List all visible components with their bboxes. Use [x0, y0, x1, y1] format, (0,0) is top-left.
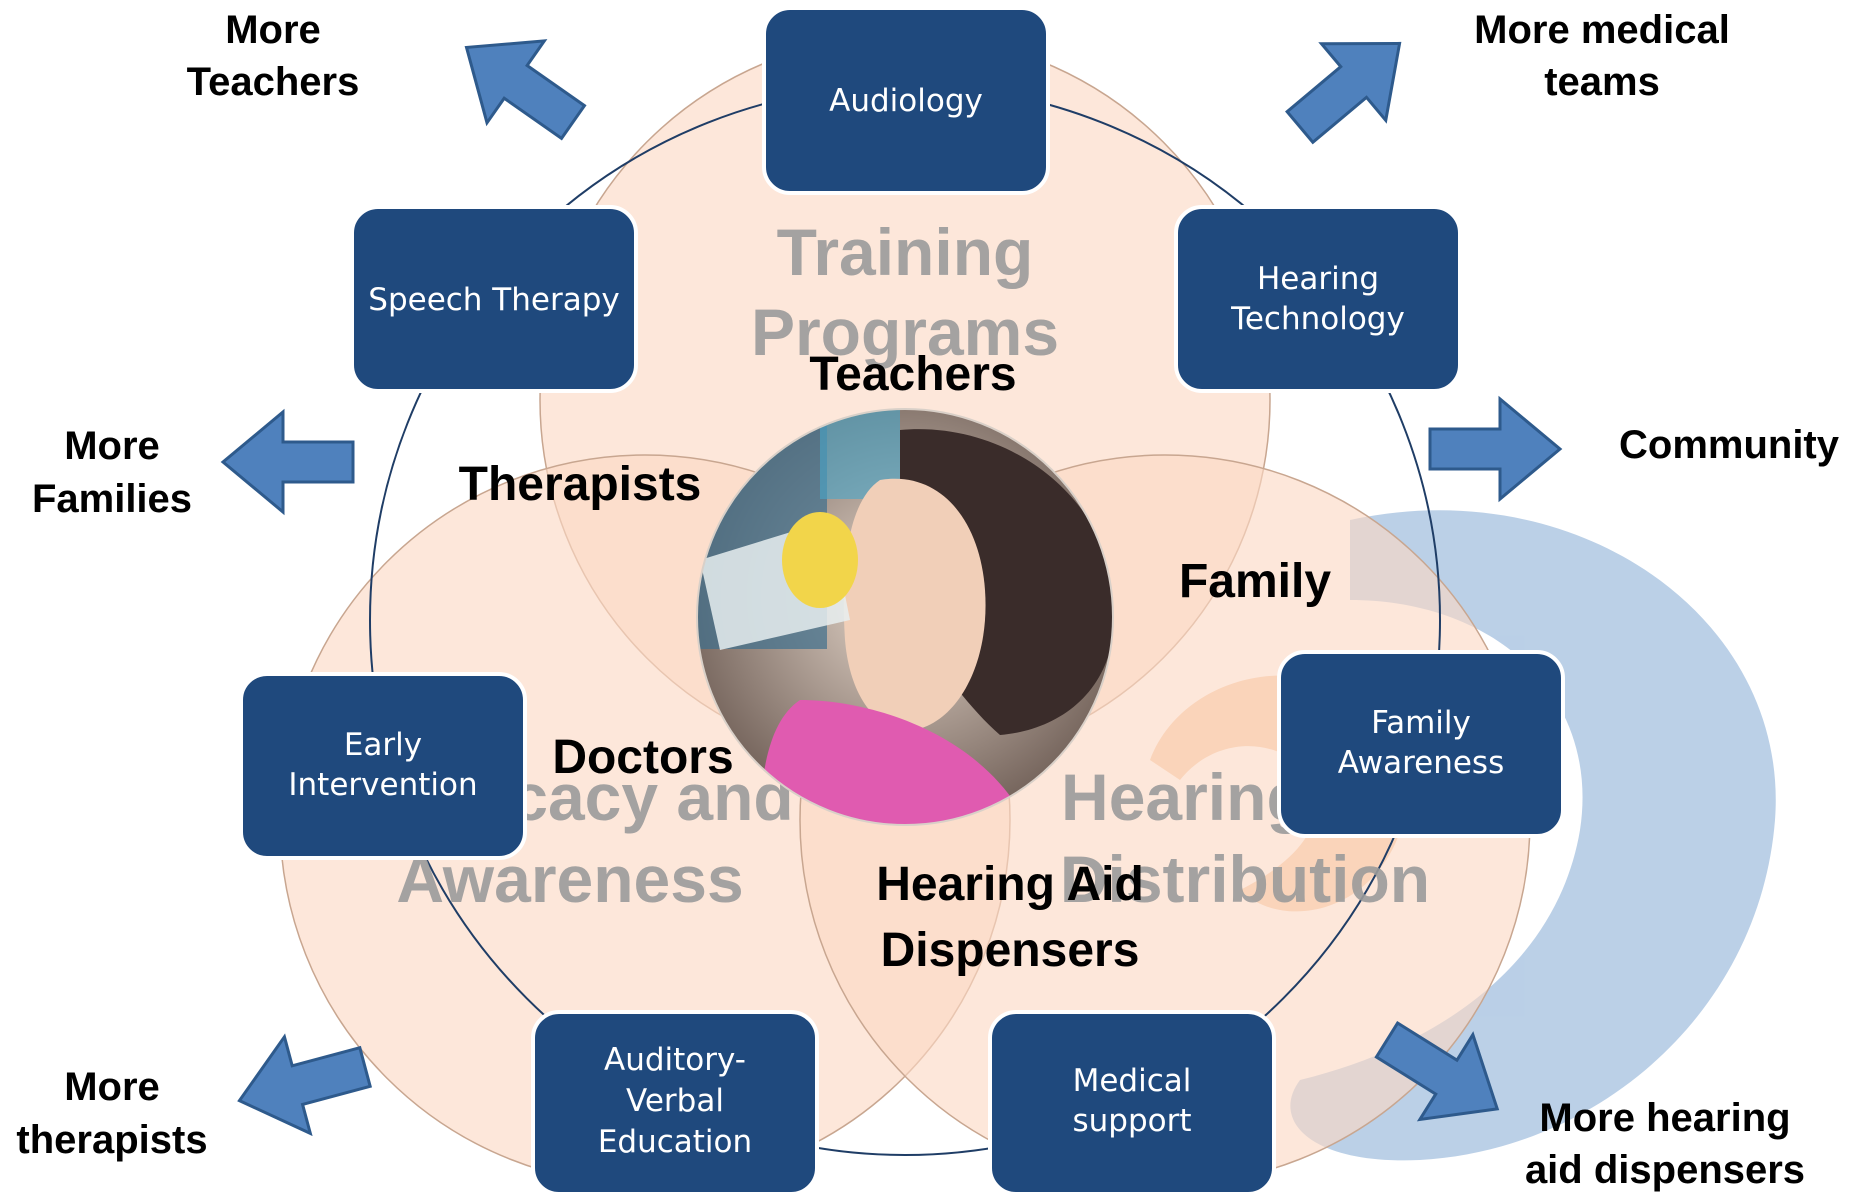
hearing-distribution-label-line2: Distribution: [1060, 842, 1430, 916]
training-programs-label-line2: Programs: [751, 295, 1059, 369]
arrow-right-icon: [1428, 395, 1563, 503]
role-doctors: Doctors: [552, 731, 733, 784]
box-auditory-verbal-line2: Verbal: [626, 1083, 724, 1119]
box-family-awareness-line2: Awareness: [1338, 745, 1504, 781]
role-dispensers-line2: Dispensers: [881, 924, 1140, 977]
box-early-intervention-line1: Early: [344, 727, 422, 763]
box-auditory-verbal-education: Auditory- Verbal Education: [531, 1010, 819, 1194]
box-audiology: Audiology: [762, 6, 1050, 195]
outcome-more-therapists-line2: therapists: [16, 1118, 207, 1162]
arrow-left-icon: [220, 408, 355, 516]
outcome-more-teachers-line1: More: [225, 8, 321, 52]
role-dispensers-line1: Hearing Aid: [876, 858, 1144, 911]
box-hearing-technology-line2: Technology: [1230, 301, 1405, 337]
arrow-up-left-icon: [464, 39, 587, 141]
role-teachers: Teachers: [809, 348, 1016, 401]
box-medical-support-line2: support: [1072, 1103, 1191, 1139]
arrow-up-right-icon: [1285, 41, 1402, 145]
box-hearing-technology-line1: Hearing: [1257, 261, 1379, 297]
outcome-community: Community: [1619, 423, 1840, 467]
outcome-more-therapists-line1: More: [64, 1065, 160, 1109]
training-programs-label-line1: Training: [777, 215, 1034, 289]
outcome-more-families-line1: More: [64, 424, 160, 468]
box-medical-support: Medical support: [988, 1010, 1276, 1194]
outcome-more-medical-teams-line1: More medical: [1474, 8, 1730, 52]
outcome-more-medical-teams-line2: teams: [1544, 60, 1660, 104]
arrow-down-right-icon: [1374, 1020, 1500, 1122]
box-speech-therapy: Speech Therapy: [350, 205, 638, 393]
box-hearing-technology: Hearing Technology: [1174, 205, 1462, 393]
box-auditory-verbal-line3: Education: [598, 1124, 752, 1160]
arrow-down-left-icon: [237, 1033, 373, 1137]
box-early-intervention-line2: Intervention: [288, 767, 477, 803]
outcome-more-teachers-line2: Teachers: [187, 60, 360, 104]
outcome-more-hearing-dispensers-line2: aid dispensers: [1525, 1148, 1805, 1192]
box-auditory-verbal-line1: Auditory-: [604, 1042, 746, 1078]
box-family-awareness: Family Awareness: [1277, 650, 1565, 838]
role-therapists: Therapists: [459, 458, 702, 511]
outcome-more-families-line2: Families: [32, 477, 192, 521]
box-audiology-text: Audiology: [829, 83, 983, 119]
box-medical-support-line1: Medical: [1073, 1063, 1192, 1099]
outcome-more-hearing-dispensers-line1: More hearing: [1539, 1096, 1790, 1140]
box-early-intervention: Early Intervention: [239, 672, 527, 860]
box-speech-therapy-text: Speech Therapy: [368, 282, 619, 318]
box-family-awareness-line1: Family: [1371, 705, 1471, 741]
role-family: Family: [1179, 555, 1331, 608]
